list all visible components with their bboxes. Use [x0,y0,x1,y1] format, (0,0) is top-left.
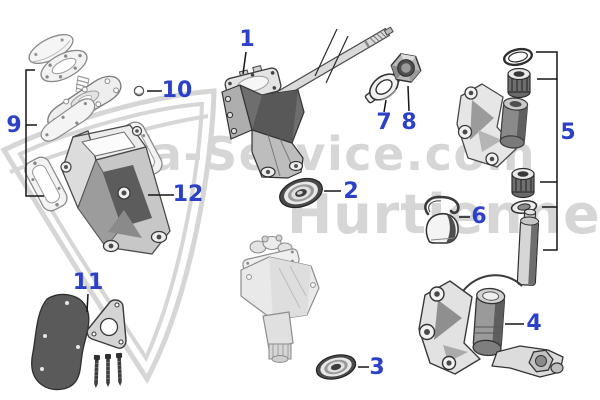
shield-watermark-inner [17,101,205,363]
callout-2: 2 [343,179,359,204]
part-12-mount-housing [24,121,171,255]
part-5-mount-with-bushings [456,47,540,286]
arm-hex-end [528,349,554,373]
seal-ring [503,47,533,67]
callout-8: 8 [401,110,417,135]
shield-watermark-outer [0,88,217,384]
callout-5: 5 [560,120,576,145]
bolt [116,352,123,386]
leader-lines [25,51,558,368]
callout-3: 3 [369,355,385,380]
part-6-cap-with-clip [424,195,460,244]
pivot-pin [516,208,540,286]
leader-11 [86,293,89,313]
leader-7 [383,99,387,113]
bushing-upper [507,67,531,99]
part-3-bearing [315,354,357,380]
callout-1: 1 [239,27,255,52]
leader-1 [242,51,247,75]
callout-12: 12 [172,182,204,207]
lower-gasket [40,98,96,142]
bolt [105,354,111,387]
oval-gasket [40,49,88,83]
part-9-cover-gasket-stack [28,33,122,142]
watermark: Alfa-Service.com Hurtienne [0,88,600,384]
part-1-steering-box-with-shaft [221,26,394,179]
leader-8 [407,85,410,112]
callout-7: 7 [376,110,392,135]
part-2-bearing [279,177,323,209]
bushing-holder [499,97,529,149]
callout-10: 10 [161,78,193,103]
rubber-plate [31,293,90,391]
bushing-lower [511,167,535,199]
part-3-steering-box-lower [240,234,357,380]
shaft-break-marks [314,28,349,84]
left-gasket [24,156,68,212]
part-8-nut [390,53,422,83]
bracket-5 [536,51,558,251]
callout-11: 11 [72,270,104,295]
callout-4: 4 [526,311,542,336]
part-10-ball [133,85,145,97]
bracket-9 [25,69,44,197]
worm-shaft [276,26,394,100]
callout-6: 6 [471,204,487,229]
idler-cylinder [472,287,506,357]
bolt [93,354,100,388]
callout-9: 9 [6,113,22,138]
part-4-idler-bracket [418,274,564,378]
part-11-plates-and-bolts [31,293,127,391]
